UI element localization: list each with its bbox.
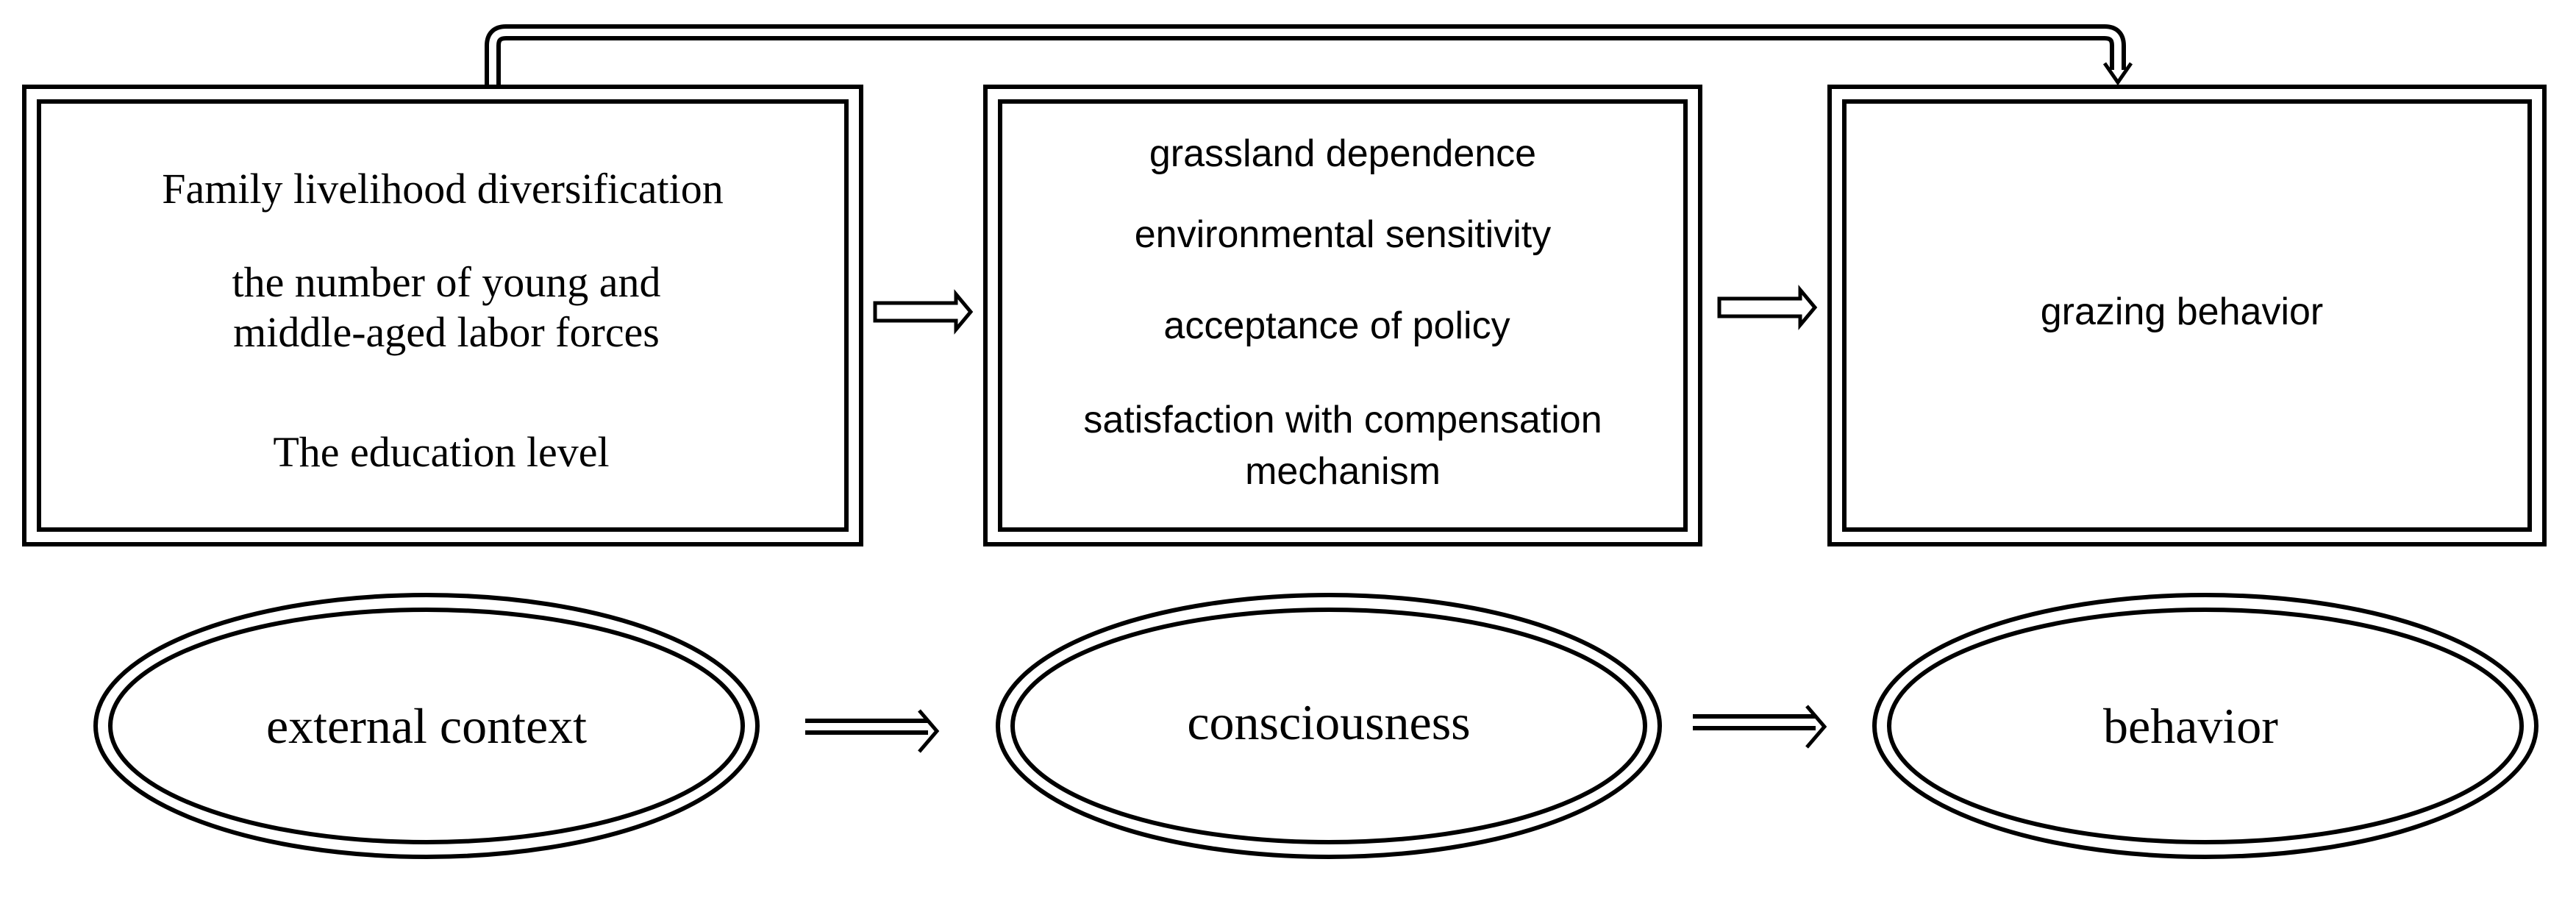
arrowhead-ellipse2 [1805,705,1827,749]
consciousness-ellipse: consciousness [996,593,1662,859]
arrow-box1-to-box2 [873,289,974,335]
feedback-arrowhead [2102,62,2133,86]
box2-line-policy: acceptance of policy [1163,305,1510,347]
external-context-box: Family livelihood diversification the nu… [22,85,863,546]
box1-line-livelihood: Family livelihood diversification [162,165,724,213]
box1-line-young-labor-2: middle-aged labor forces [233,308,660,356]
arrow-box2-to-box3 [1717,285,1818,330]
ellipse2-label: consciousness [1187,694,1470,750]
ellipse1-label: external context [266,698,587,754]
box1-line-education: The education level [273,428,609,476]
box2-line-grassland: grassland dependence [1149,132,1536,175]
behavior-ellipse: behavior [1872,593,2538,859]
box2-line-environment: environmental sensitivity [1135,213,1551,256]
arrowhead-ellipse1 [918,709,940,753]
external-context-ellipse: external context [93,593,760,859]
arrow-ellipse1-to-ellipse2 [805,709,940,753]
ellipse3-label: behavior [2103,698,2278,754]
box1-line-young-labor-1: the number of young and [232,258,660,306]
feedback-connector [485,24,2133,87]
box2-line-compensation-1: satisfaction with compensation [1083,399,1602,441]
consciousness-box: grassland dependence environmental sensi… [983,85,1702,546]
box3-line-grazing: grazing behavior [2041,291,2323,333]
box2-line-compensation-2: mechanism [1245,450,1441,493]
behavior-box: grazing behavior [1827,85,2547,546]
arrow-ellipse2-to-ellipse3 [1693,705,1827,749]
